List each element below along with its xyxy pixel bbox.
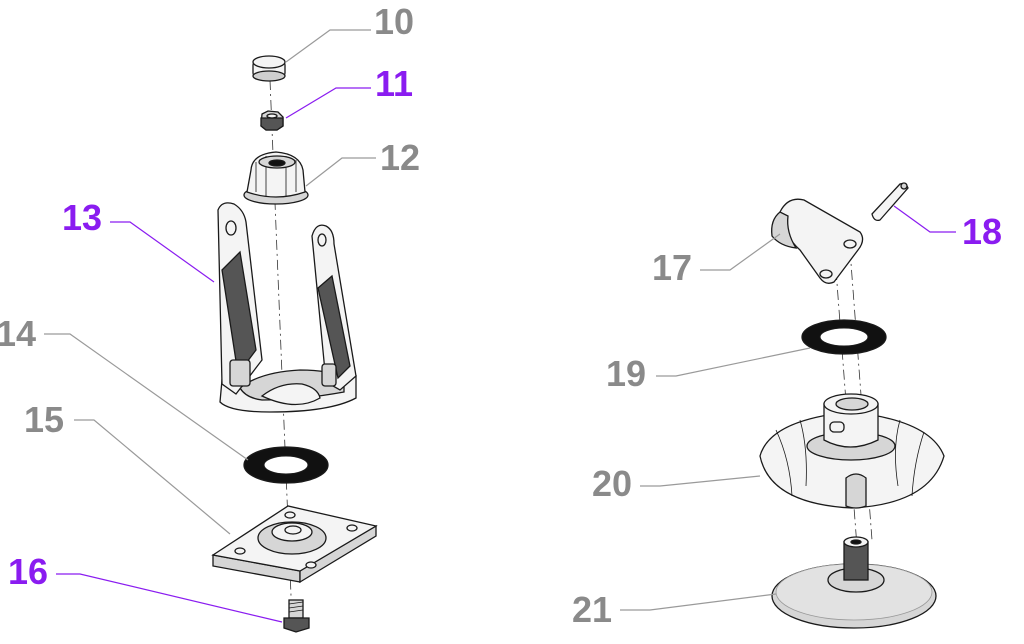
leader-11 bbox=[285, 87, 371, 119]
callout-19: 19 bbox=[606, 353, 646, 394]
part-12-bushing bbox=[243, 151, 309, 205]
right-assembly bbox=[759, 182, 945, 629]
left-assembly bbox=[211, 55, 378, 633]
leader-14 bbox=[44, 333, 249, 461]
part-15-mounting-plate bbox=[211, 505, 378, 584]
leader-15 bbox=[74, 419, 231, 535]
leader-lines bbox=[44, 29, 956, 623]
part-16-bolt bbox=[283, 599, 310, 633]
callout-12: 12 bbox=[380, 137, 420, 178]
part-19-washer bbox=[801, 319, 887, 355]
callout-14: 14 bbox=[0, 313, 36, 354]
part-10-cap bbox=[252, 55, 286, 82]
callout-11: 11 bbox=[375, 63, 413, 104]
callout-20: 20 bbox=[592, 463, 632, 504]
part-14-washer bbox=[243, 446, 329, 484]
part-20-base-dome bbox=[759, 393, 945, 509]
part-18-pin bbox=[871, 182, 909, 222]
leader-18 bbox=[893, 205, 956, 233]
leader-21 bbox=[620, 593, 777, 611]
leader-10 bbox=[285, 29, 371, 63]
callout-13: 13 bbox=[62, 197, 102, 238]
callout-21: 21 bbox=[572, 589, 612, 630]
callout-16: 16 bbox=[8, 551, 48, 592]
leader-12 bbox=[305, 157, 376, 187]
callout-15: 15 bbox=[24, 399, 64, 440]
part-13-fork-bracket bbox=[217, 202, 357, 413]
part-17-clevis bbox=[771, 198, 864, 284]
part-21-foot-plate bbox=[771, 536, 937, 629]
callout-labels: 10 11 12 13 14 15 16 17 18 19 20 21 bbox=[0, 1, 1002, 630]
part-11-nut bbox=[260, 110, 284, 131]
leader-17 bbox=[700, 233, 781, 271]
callout-18: 18 bbox=[962, 211, 1002, 252]
leader-20 bbox=[640, 475, 761, 487]
callout-17: 17 bbox=[652, 247, 692, 288]
leader-13 bbox=[110, 221, 215, 283]
leader-16 bbox=[56, 573, 283, 623]
callout-10: 10 bbox=[374, 1, 414, 42]
leader-19 bbox=[656, 347, 811, 377]
